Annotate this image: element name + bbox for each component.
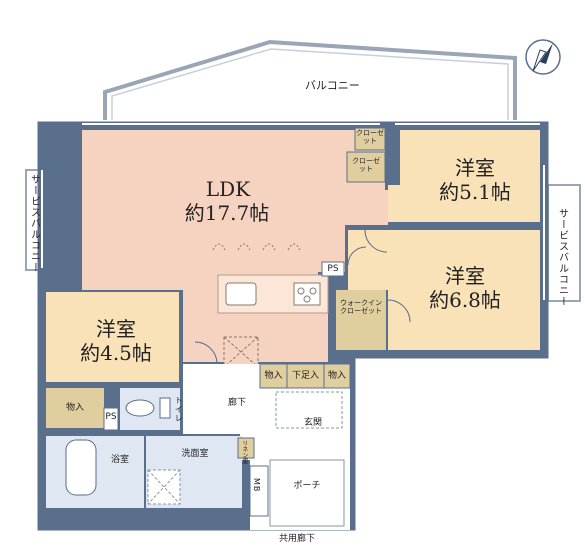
ldk-name: LDK bbox=[205, 177, 251, 201]
ps-label-2: PS bbox=[105, 412, 117, 422]
storage-label-2: 物入 bbox=[264, 371, 283, 381]
balcony-railing bbox=[103, 39, 517, 120]
washroom-label: 洗面室 bbox=[181, 449, 209, 459]
storage-left bbox=[46, 388, 104, 428]
western-room-2-floor bbox=[348, 230, 540, 350]
western-room-1-area: 約5.1帖 bbox=[439, 180, 511, 204]
entrance-label: 玄関 bbox=[303, 418, 322, 428]
closet-2 bbox=[346, 151, 386, 183]
storage-label-3: 物入 bbox=[327, 371, 346, 381]
service-balcony-right-outline bbox=[547, 184, 581, 302]
western-room-1-floor bbox=[388, 130, 540, 222]
western-room-1-name: 洋室 bbox=[455, 156, 495, 180]
service-balcony-right-label: サービスバルコニー bbox=[556, 208, 568, 307]
linen-label: リネン庫 bbox=[240, 440, 248, 464]
western-room-3-name: 洋室 bbox=[96, 317, 136, 341]
balcony-label: バルコニー bbox=[305, 79, 360, 92]
western-room-3-floor bbox=[46, 292, 179, 382]
toilet-label: トイレ bbox=[174, 396, 184, 423]
ps-label-1: PS bbox=[327, 264, 339, 274]
meter-box bbox=[249, 465, 269, 517]
western-room-2-area: 約6.8帖 bbox=[429, 288, 501, 312]
western-room-2-name: 洋室 bbox=[445, 264, 485, 288]
storage-label-1: 物入 bbox=[65, 403, 84, 413]
porch-label: ポーチ bbox=[293, 481, 321, 491]
western-room-3-area: 約4.5帖 bbox=[80, 341, 152, 365]
mb-label: MB bbox=[252, 478, 262, 493]
service-balcony-left-label: サービスバルコニー bbox=[28, 174, 40, 273]
bathroom-label: 浴室 bbox=[110, 455, 129, 465]
closet-2-label: クローゼット bbox=[352, 157, 380, 173]
shoe-storage-label: 下足入 bbox=[291, 371, 319, 381]
walkin-closet-label: ウォークインクローゼット bbox=[340, 299, 382, 315]
walkin-closet bbox=[336, 290, 386, 350]
closet-1-label: クローゼット bbox=[356, 129, 384, 145]
hallway-label: 廊下 bbox=[227, 398, 246, 408]
common-corridor-label: 共用廊下 bbox=[278, 534, 315, 544]
north-compass-icon bbox=[525, 39, 561, 75]
closet-1 bbox=[354, 127, 386, 151]
ldk-area: 約17.7帖 bbox=[184, 201, 270, 225]
porch bbox=[269, 459, 345, 527]
